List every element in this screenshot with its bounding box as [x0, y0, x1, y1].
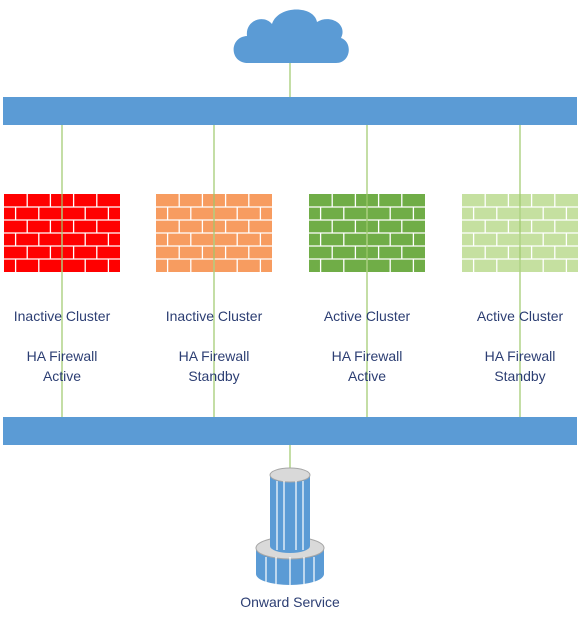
firewall-icon [4, 194, 120, 272]
cluster-label: Inactive Cluster [13, 308, 111, 324]
cloud-icon [233, 9, 349, 63]
cluster-label: Active Cluster [323, 308, 411, 324]
firewall-role-label: HA Firewall [178, 348, 250, 364]
firewall-icon [309, 194, 425, 272]
bottom-network-bus [3, 417, 577, 445]
database-server-icon [255, 467, 325, 585]
firewall-role-label: HA Firewall [484, 348, 556, 364]
firewall-icon [462, 194, 578, 272]
firewall-role-label: HA Firewall [331, 348, 403, 364]
firewall-state-label: Standby [188, 368, 240, 384]
firewall-role-label: HA Firewall [26, 348, 98, 364]
onward-service-label: Onward Service [240, 594, 340, 610]
firewall-state-label: Active [347, 368, 387, 384]
top-network-bus [3, 97, 577, 125]
firewall-state-label: Active [42, 368, 82, 384]
cluster-label: Inactive Cluster [165, 308, 263, 324]
firewall-state-label: Standby [494, 368, 546, 384]
firewall-icon [156, 194, 272, 272]
cluster-label: Active Cluster [476, 308, 564, 324]
